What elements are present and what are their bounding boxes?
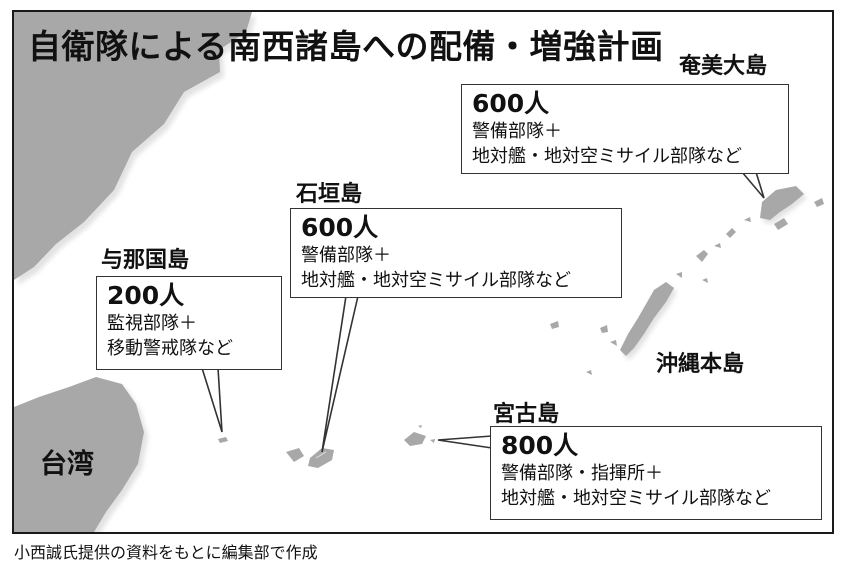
yonaguni-personnel-count: 200人 bbox=[107, 281, 185, 310]
ishigaki-island bbox=[286, 448, 334, 468]
yonaguni-callout: 200人 監視部隊＋ 移動警戒隊など bbox=[96, 276, 282, 370]
amami-personnel-count: 600人 bbox=[472, 89, 550, 118]
miyako-callout-pointer bbox=[437, 435, 493, 449]
map-frame: 自衛隊による南西諸島への配備・増強計画 奄美大島 石垣島 与那国島 沖縄本島 宮… bbox=[12, 10, 834, 534]
miyako-label: 宮古島 bbox=[493, 402, 560, 427]
amami-callout: 600人 警備部隊＋ 地対艦・地対空ミサイル部隊など bbox=[461, 84, 789, 174]
yonaguni-callout-pointer bbox=[201, 367, 223, 433]
miyako-unit-line-2: 地対艦・地対空ミサイル部隊など bbox=[501, 488, 771, 509]
miyako-callout: 800人 警備部隊・指揮所＋ 地対艦・地対空ミサイル部隊など bbox=[490, 426, 822, 520]
amami-callout-pointer bbox=[741, 171, 765, 199]
amami-unit-line-1: 警備部隊＋ bbox=[472, 121, 562, 142]
ishigaki-unit-line-2: 地対艦・地対空ミサイル部隊など bbox=[301, 270, 571, 291]
ishigaki-unit-line-1: 警備部隊＋ bbox=[301, 245, 391, 266]
yonaguni-unit-line-1: 監視部隊＋ bbox=[107, 313, 197, 334]
miyako-personnel-count: 800人 bbox=[501, 431, 579, 460]
ishigaki-callout: 600人 警備部隊＋ 地対艦・地対空ミサイル部隊など bbox=[290, 208, 622, 298]
miyako-island bbox=[404, 425, 435, 446]
amami-label: 奄美大島 bbox=[679, 54, 768, 79]
taiwan-landmass bbox=[14, 377, 148, 532]
yonaguni-island bbox=[218, 437, 228, 443]
yonaguni-label: 与那国島 bbox=[101, 248, 190, 273]
china-landmass bbox=[14, 12, 256, 285]
miyako-unit-line-1: 警備部隊・指揮所＋ bbox=[501, 463, 663, 484]
ishigaki-label: 石垣島 bbox=[296, 182, 363, 207]
map-title: 自衛隊による南西諸島への配備・増強計画 bbox=[28, 27, 664, 66]
taiwan-label: 台湾 bbox=[40, 449, 94, 480]
source-credit: 小西誠氏提供の資料をもとに編集部で作成 bbox=[14, 543, 318, 562]
map-canvas bbox=[14, 12, 824, 532]
okinawa-label: 沖縄本島 bbox=[656, 352, 745, 377]
amami-island bbox=[760, 186, 824, 230]
okinawa-island bbox=[550, 217, 751, 375]
ishigaki-callout-pointer bbox=[321, 295, 359, 453]
amami-unit-line-2: 地対艦・地対空ミサイル部隊など bbox=[472, 146, 742, 167]
yonaguni-unit-line-2: 移動警戒隊など bbox=[107, 338, 233, 359]
ishigaki-personnel-count: 600人 bbox=[301, 213, 379, 242]
